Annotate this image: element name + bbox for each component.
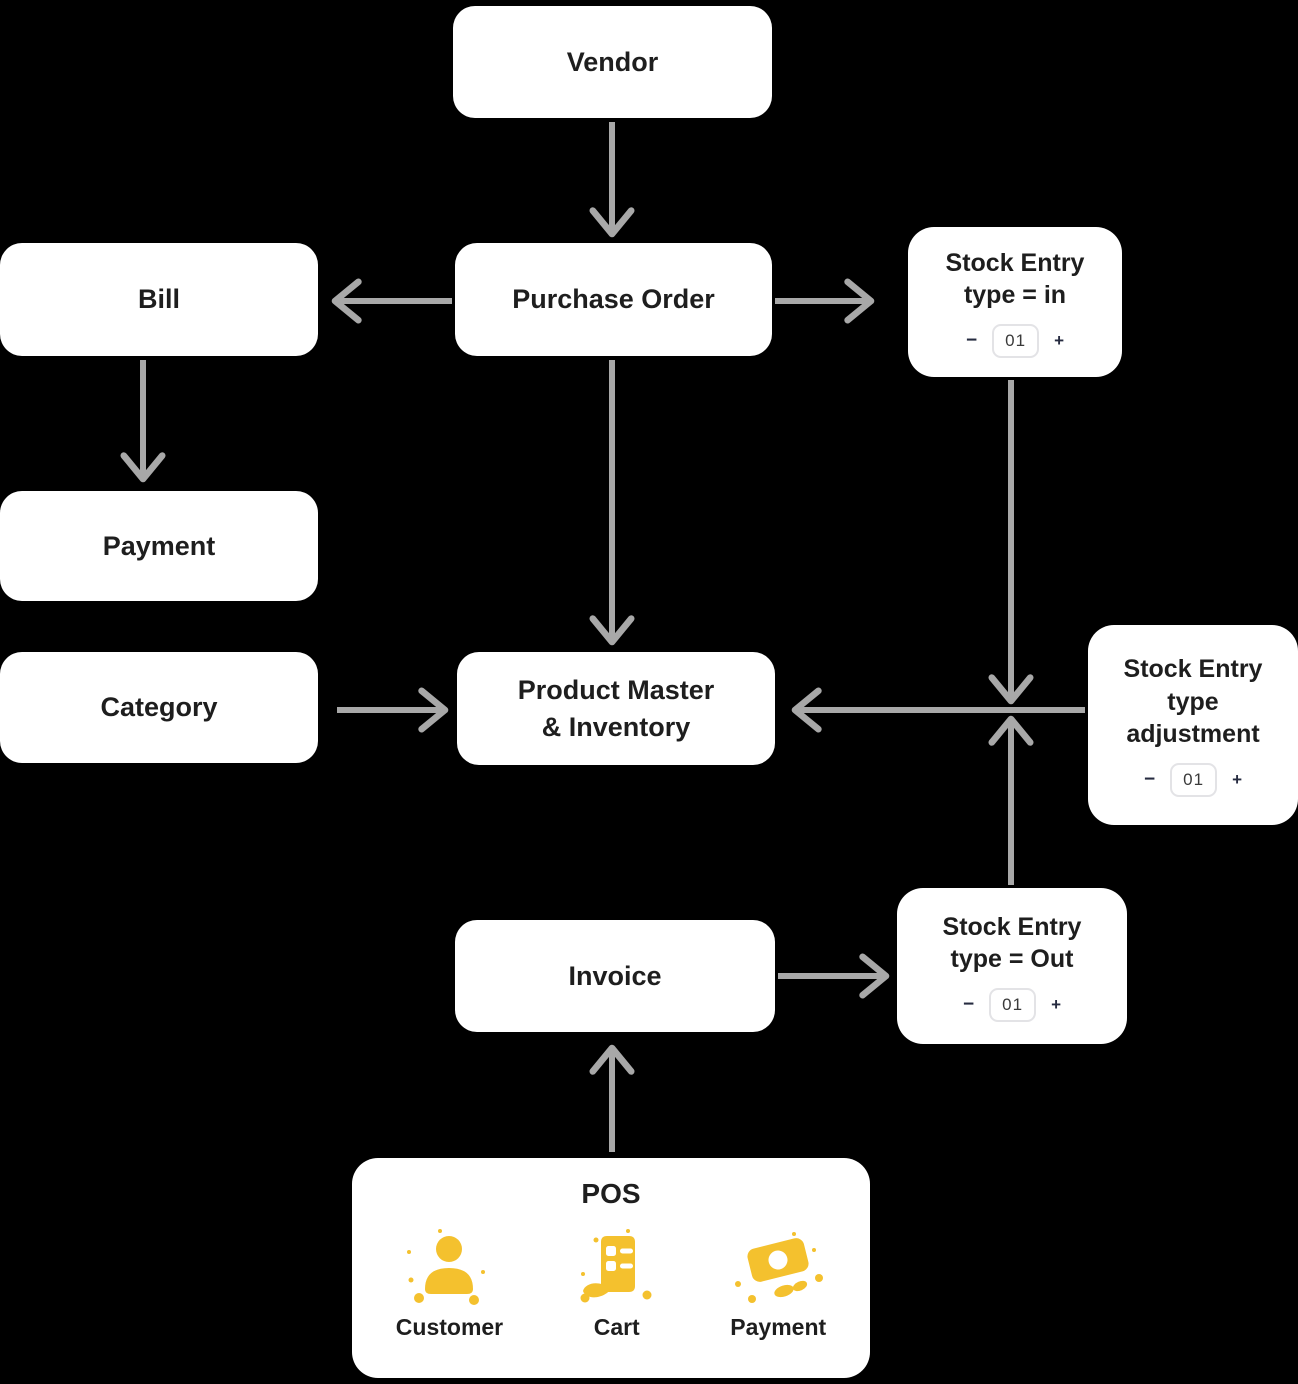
node-category: Category <box>0 652 318 763</box>
product-master-label: Product Master & Inventory <box>517 675 715 742</box>
purchase-order-label: Purchase Order <box>512 284 715 315</box>
plus-button[interactable]: + <box>1232 770 1243 790</box>
pos-item-customer: Customer <box>396 1228 503 1341</box>
payment-icon <box>732 1228 824 1308</box>
stock-adjustment-quantity-value[interactable]: 01 <box>1170 762 1218 797</box>
invoice-label: Invoice <box>568 960 662 991</box>
plus-button[interactable]: + <box>1054 331 1065 350</box>
pos-customer-label: Customer <box>395 1314 504 1340</box>
plus-button[interactable]: + <box>1051 995 1062 1014</box>
node-pos: POS Customer <box>352 1158 870 1378</box>
node-bill: Bill <box>0 243 318 356</box>
stock-in-stepper: − 01 + <box>965 323 1065 358</box>
pos-item-payment: Payment <box>730 1228 826 1341</box>
stock-in-quantity-value[interactable]: 01 <box>992 323 1040 358</box>
stock-entry-adjustment-label: Stock Entry type adjustment <box>1123 655 1263 749</box>
stock-adjustment-stepper: − 01 + <box>1143 762 1243 797</box>
bill-label: Bill <box>137 284 180 315</box>
vendor-label: Vendor <box>566 46 659 77</box>
node-stock-entry-in: Stock Entry type = in − 01 + <box>908 227 1122 377</box>
stock-entry-in-label: Stock Entry type = in <box>945 248 1085 310</box>
pos-cart-label: Cart <box>593 1314 640 1340</box>
pos-title: POS <box>581 1178 641 1209</box>
minus-button[interactable]: − <box>962 994 975 1015</box>
node-product-master: Product Master & Inventory <box>457 652 775 765</box>
minus-button[interactable]: − <box>1143 769 1156 791</box>
pos-item-cart: Cart <box>571 1228 663 1341</box>
node-payment: Payment <box>0 491 318 601</box>
pos-items-row: Customer Cart <box>352 1228 870 1341</box>
node-stock-entry-adjustment: Stock Entry type adjustment − 01 + <box>1088 625 1298 825</box>
node-purchase-order: Purchase Order <box>455 243 772 356</box>
stock-out-stepper: − 01 + <box>962 987 1062 1022</box>
stock-out-quantity-value[interactable]: 01 <box>989 987 1037 1022</box>
payment-label: Payment <box>102 530 216 561</box>
minus-button[interactable]: − <box>965 330 978 351</box>
category-label: Category <box>100 692 218 723</box>
node-vendor: Vendor <box>453 6 772 118</box>
pos-payment-label: Payment <box>730 1314 827 1340</box>
node-invoice: Invoice <box>455 920 775 1032</box>
cart-icon <box>571 1228 663 1308</box>
node-stock-entry-out: Stock Entry type = Out − 01 + <box>897 888 1127 1044</box>
customer-icon <box>403 1228 495 1308</box>
stock-entry-out-label: Stock Entry type = Out <box>942 912 1082 974</box>
